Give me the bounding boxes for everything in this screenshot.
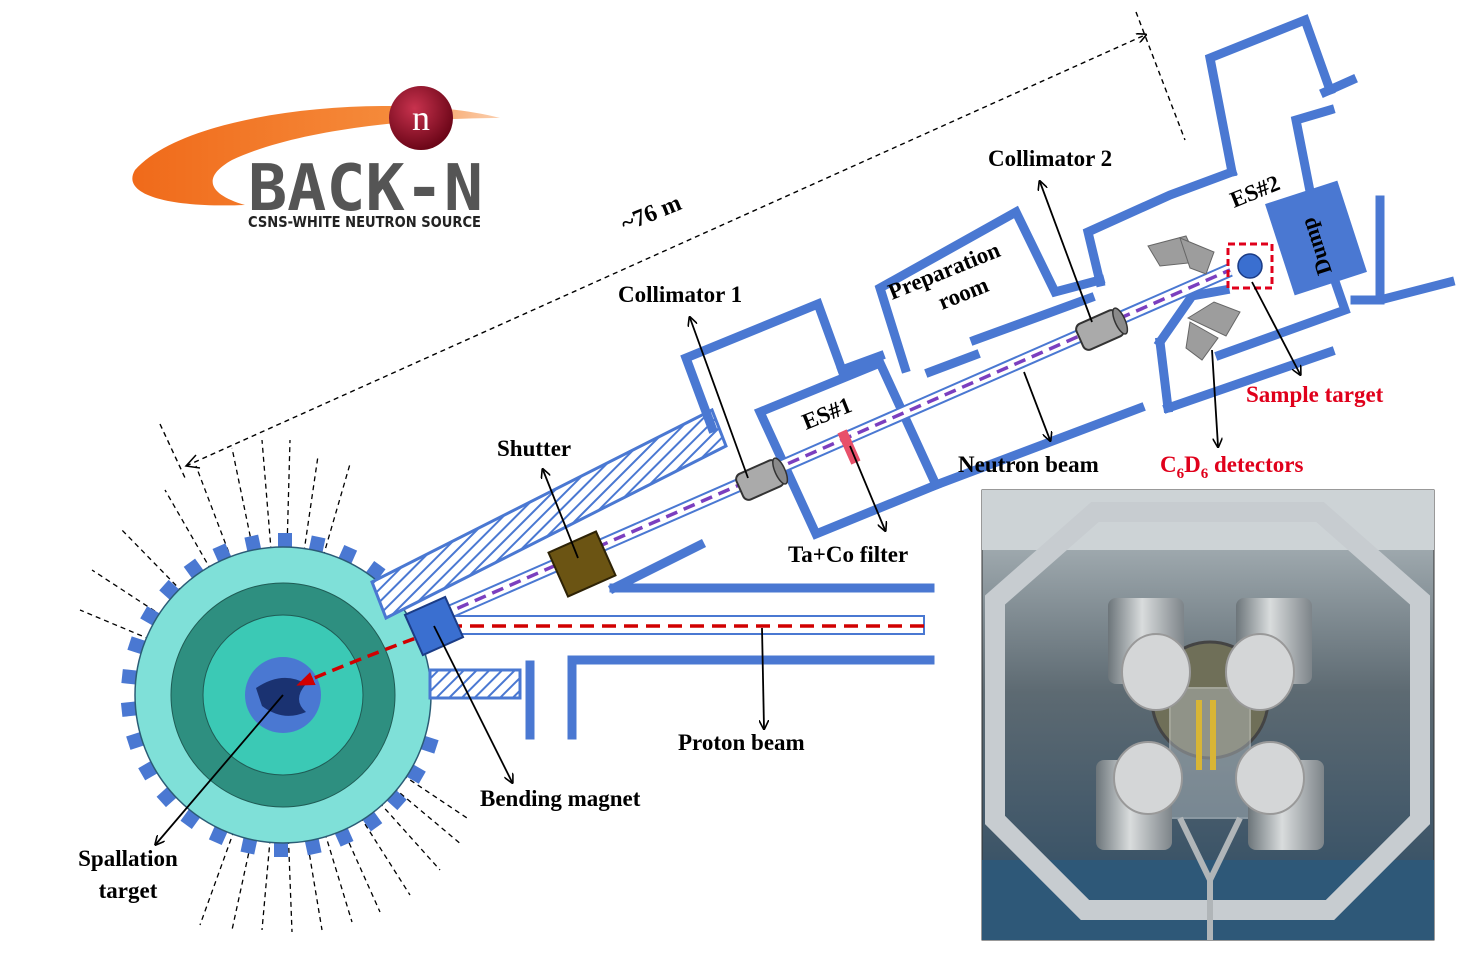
sample-target-highlight <box>1226 242 1274 290</box>
octagon-frame <box>985 502 1430 920</box>
proton-beam-label: Proton beam <box>678 730 805 755</box>
ta-co-filter-label: Ta+Co filter <box>788 542 908 567</box>
collimator-2 <box>1075 307 1129 351</box>
pointer-arrows <box>156 182 1300 844</box>
collimator-1 <box>735 457 789 501</box>
logo-letter: n <box>412 98 430 138</box>
c6d6-detector-lower <box>1185 301 1241 361</box>
es1-label: ES#1 <box>799 392 856 434</box>
detector-photo-inset <box>981 489 1435 941</box>
photo-detector-lower-left <box>1096 741 1183 850</box>
logo-name: BACK-N <box>248 152 483 226</box>
beamline-components <box>403 235 1274 657</box>
spallation-target-label-line2: target <box>99 878 158 903</box>
c6d6-detector-upper <box>1147 235 1215 275</box>
neutron-beam-label: Neutron beam <box>958 452 1099 477</box>
dump <box>1265 180 1367 296</box>
sample-target <box>1237 253 1263 279</box>
collimator-1-label: Collimator 1 <box>618 282 742 307</box>
spallation-target-label-line1: Spallation <box>78 846 178 871</box>
collimator-2-label: Collimator 2 <box>988 146 1112 171</box>
photo-detector-upper-right <box>1225 598 1312 711</box>
proton-beam-bend <box>296 624 451 686</box>
logo-ball <box>389 86 453 150</box>
logo-swoosh <box>132 106 500 206</box>
hatched-shield-lower <box>428 668 522 700</box>
photo-detector-lower-right <box>1235 741 1324 850</box>
logo-subtitle: CSNS-WHITE NEUTRON SOURCE <box>248 213 481 231</box>
shielding-walls <box>370 14 1456 740</box>
shutter-label: Shutter <box>497 436 571 461</box>
bending-magnet-label: Bending magnet <box>480 786 641 811</box>
distance-label: ~76 m <box>618 190 686 238</box>
back-n-logo: n BACK-N CSNS-WHITE NEUTRON SOURCE <box>132 86 500 231</box>
photo-detector-upper-left <box>1108 598 1191 711</box>
c6d6-detectors-label: C6D6 detectors <box>1160 452 1303 482</box>
hatched-shield-upper <box>370 407 728 621</box>
sample-target-label: Sample target <box>1246 382 1384 407</box>
